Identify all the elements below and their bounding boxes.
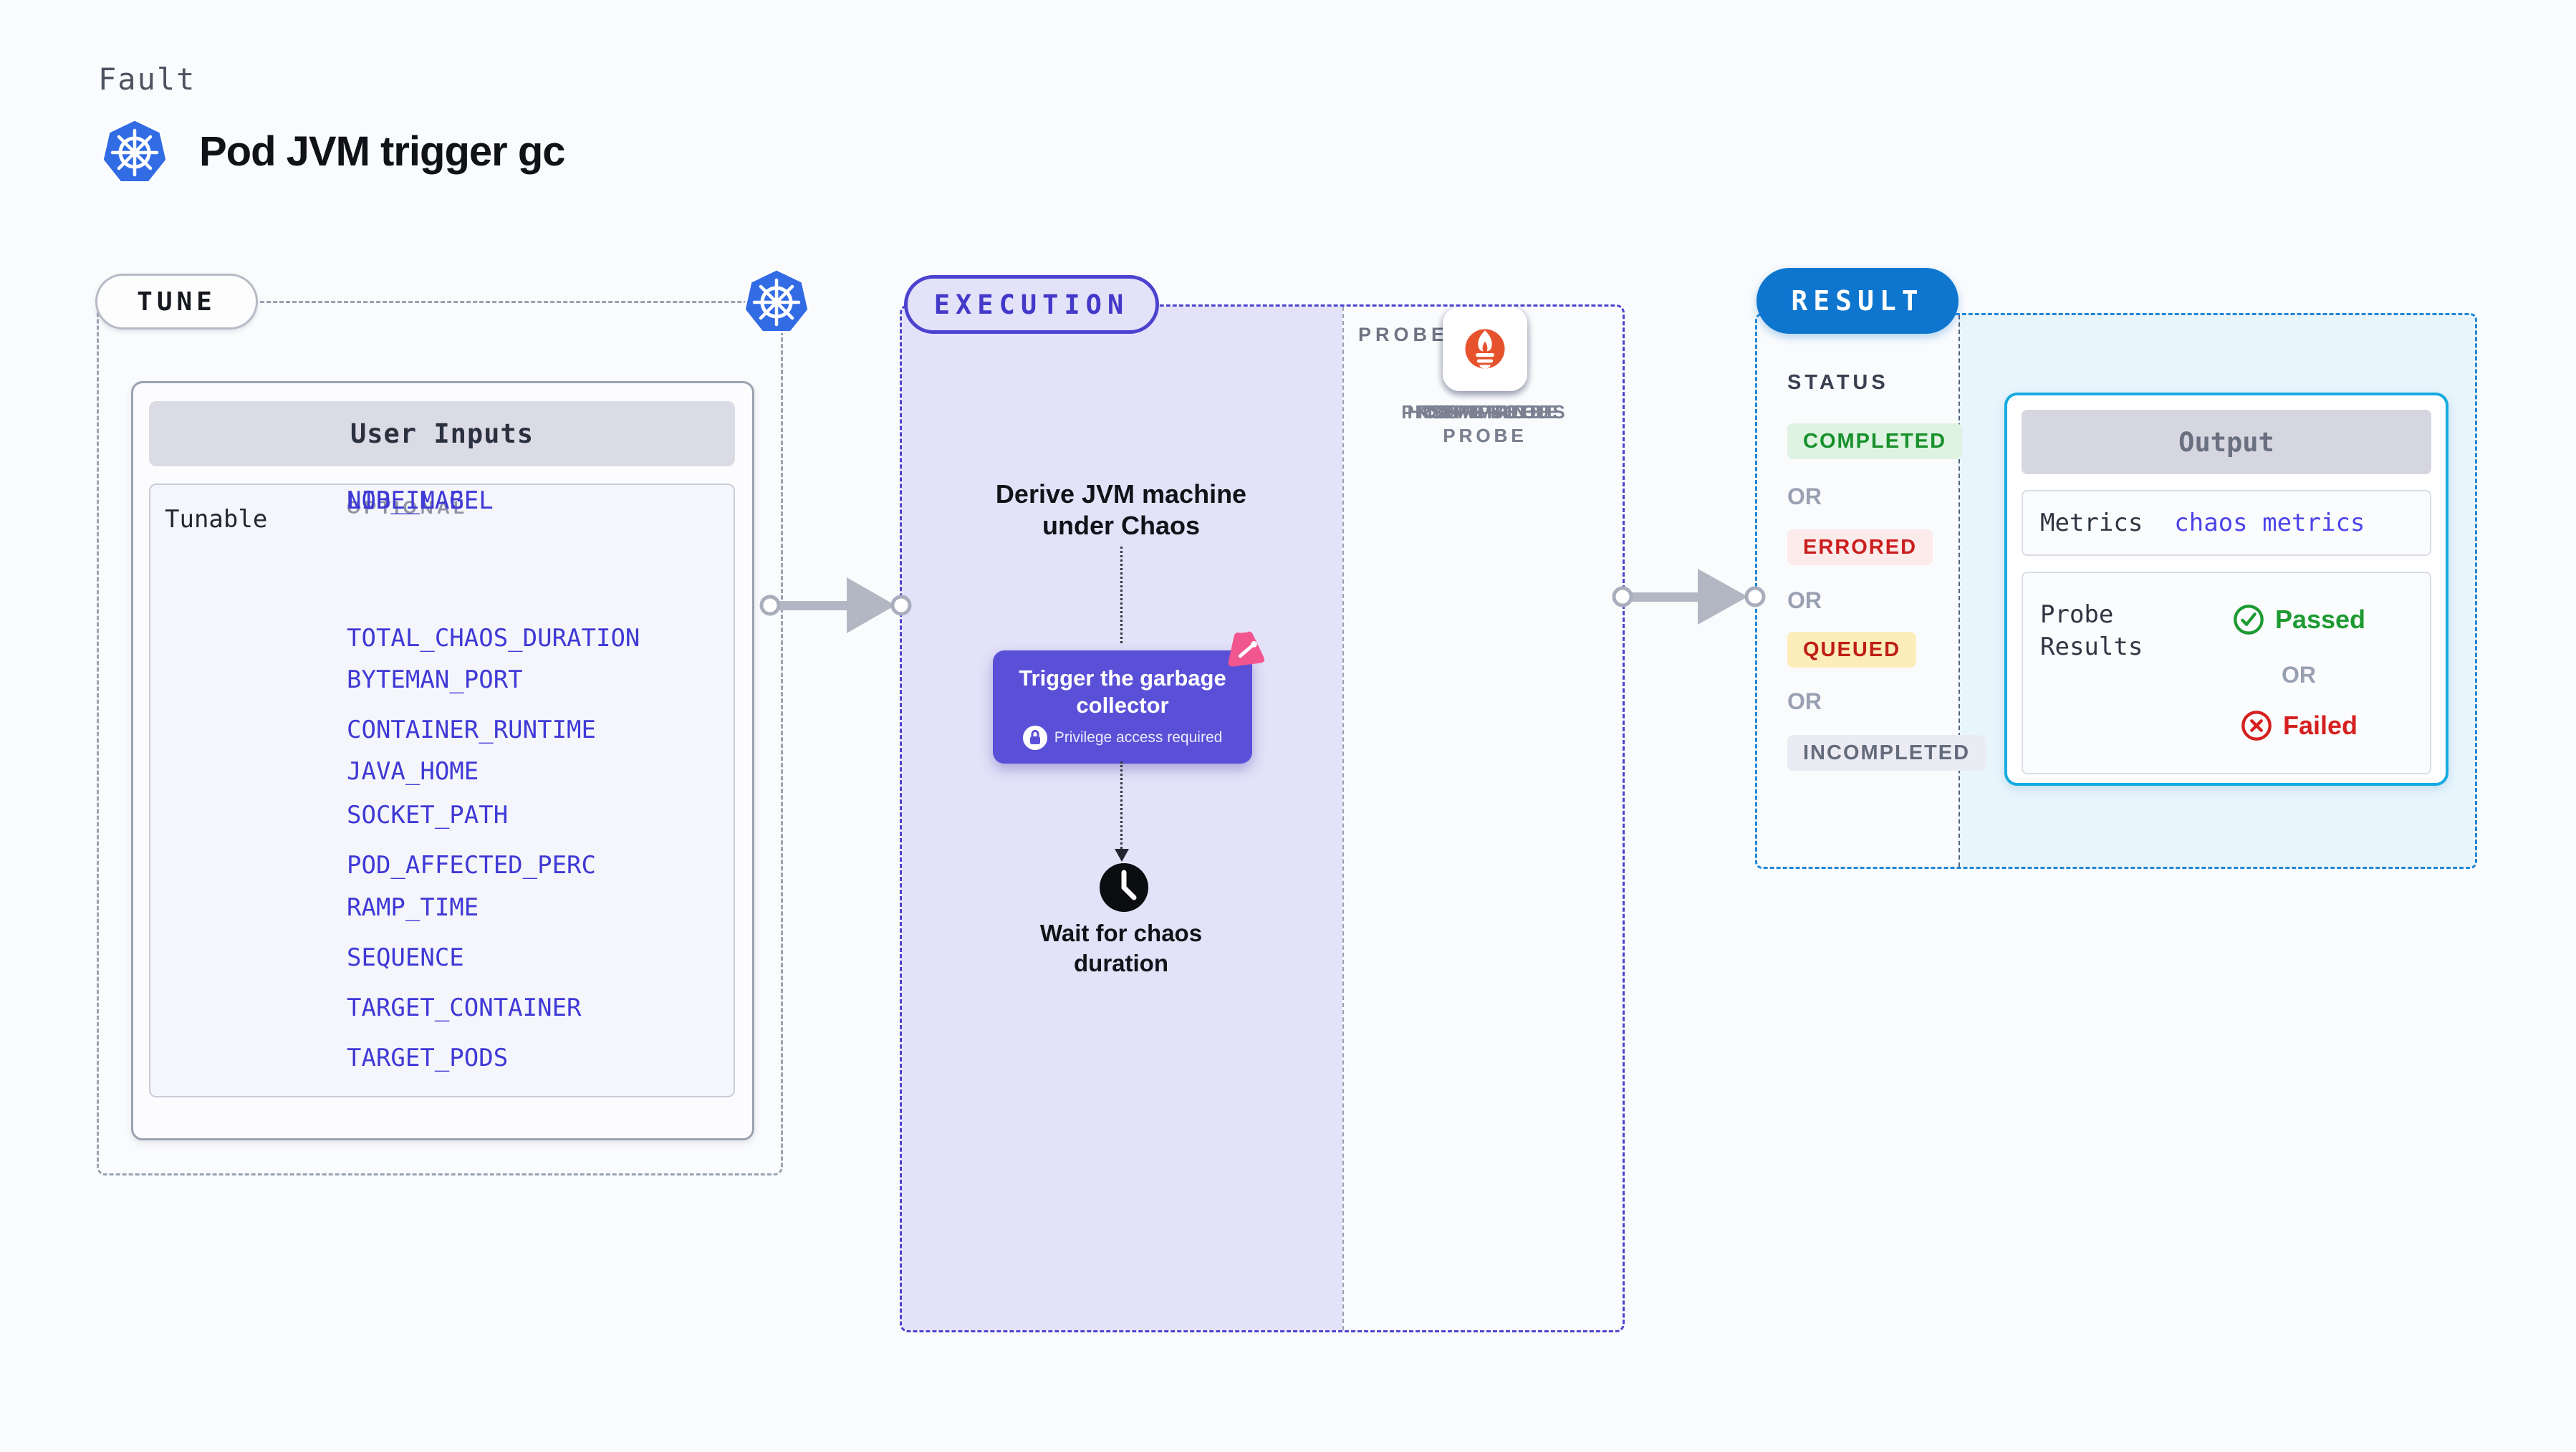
lock-icon bbox=[1023, 726, 1047, 750]
or-separator: OR bbox=[2282, 662, 2316, 688]
metrics-label: Metrics bbox=[2040, 509, 2143, 537]
user-inputs-card: User Inputs Tunable OPTIONAL TOTAL_CHAOS… bbox=[131, 381, 754, 1140]
trigger-gc-node: Trigger the garbage collector Privilege … bbox=[993, 650, 1252, 764]
probe-results-label: Probe Results bbox=[2040, 600, 2143, 661]
env-var-link[interactable]: JAVA_HOME bbox=[347, 757, 479, 786]
tunable-inputs-panel: Tunable OPTIONAL TOTAL_CHAOS_DURATION BY… bbox=[149, 484, 735, 1097]
output-card: Output Metrics chaos metrics Probe Resul… bbox=[2004, 393, 2448, 786]
check-circle-icon bbox=[2232, 603, 2265, 636]
env-var-link[interactable]: TARGET_PODS bbox=[347, 1044, 509, 1072]
privilege-note: Privilege access required bbox=[993, 726, 1252, 750]
chaos-badge-icon bbox=[1224, 627, 1269, 673]
passed-verdict: Passed bbox=[2170, 603, 2428, 636]
page-title: Pod JVM trigger gc bbox=[199, 128, 566, 175]
flow-connector bbox=[1120, 761, 1123, 849]
flow-arrow-tune-to-execution bbox=[759, 577, 912, 633]
x-circle-icon bbox=[2240, 709, 2273, 742]
env-var-link[interactable]: BYTEMAN_PORT bbox=[347, 665, 523, 694]
arrow-down-icon bbox=[1115, 849, 1129, 862]
or-separator: OR bbox=[1787, 587, 1822, 613]
env-var-link[interactable]: SOCKET_PATH bbox=[347, 801, 509, 830]
env-var-link[interactable]: RAMP_TIME bbox=[347, 893, 479, 922]
env-var-link[interactable]: SEQUENCE bbox=[347, 943, 464, 972]
kubernetes-icon bbox=[741, 266, 812, 338]
kubernetes-icon bbox=[99, 117, 170, 188]
env-var-link[interactable]: POD_AFFECTED_PERC bbox=[347, 851, 596, 880]
env-var-link[interactable]: NODE_LABEL bbox=[347, 486, 494, 515]
env-var-link[interactable]: TARGET_CONTAINER bbox=[347, 994, 582, 1022]
execution-section: Derive JVM machine under Chaos Trigger t… bbox=[900, 304, 1625, 1332]
wait-step-label: Wait for chaos duration bbox=[1039, 920, 1203, 976]
env-var-link[interactable]: CONTAINER_RUNTIME bbox=[347, 716, 596, 744]
status-badge-incompleted: INCOMPLETED bbox=[1787, 735, 1986, 771]
status-badge-queued: QUEUED bbox=[1787, 632, 1917, 668]
flow-connector bbox=[1120, 547, 1123, 643]
status-badge-errored: ERRORED bbox=[1787, 529, 1933, 565]
user-inputs-header: User Inputs bbox=[149, 401, 735, 466]
execution-pill: EXECUTION bbox=[904, 275, 1159, 334]
tune-section bbox=[97, 301, 783, 1175]
prometheus-probe-card bbox=[1443, 307, 1527, 391]
status-badge-completed: COMPLETED bbox=[1787, 423, 1963, 459]
status-heading: STATUS bbox=[1787, 371, 1889, 394]
result-pill: RESULT bbox=[1756, 268, 1959, 334]
derive-step-label: Derive JVM machine under Chaos bbox=[995, 479, 1247, 540]
tune-pill: TUNE bbox=[95, 274, 258, 330]
chaos-metrics-link[interactable]: chaos metrics bbox=[2174, 509, 2365, 537]
tunable-label: Tunable bbox=[165, 505, 268, 534]
clock-icon bbox=[1097, 861, 1150, 914]
failed-verdict: Failed bbox=[2170, 709, 2428, 742]
probe-verdicts: Passed OR Failed bbox=[2170, 573, 2428, 773]
flow-arrow-execution-to-result bbox=[1612, 569, 1766, 625]
env-var-link[interactable]: TOTAL_CHAOS_DURATION bbox=[347, 624, 640, 653]
metrics-row: Metrics chaos metrics bbox=[2022, 490, 2431, 556]
or-separator: OR bbox=[1787, 484, 1822, 509]
fault-eyebrow: Fault bbox=[98, 62, 196, 97]
probe-results-row: Probe Results Passed OR Failed bbox=[2022, 572, 2431, 774]
prometheus-icon bbox=[1454, 318, 1516, 380]
optional-column-label: OPTIONAL bbox=[347, 498, 468, 518]
env-var-link[interactable]: LIB_IMAGE bbox=[347, 486, 479, 515]
trigger-gc-title: Trigger the garbage collector bbox=[1019, 665, 1226, 718]
probes-divider bbox=[1342, 307, 1344, 1330]
output-header: Output bbox=[2022, 410, 2431, 474]
or-separator: OR bbox=[1787, 688, 1822, 714]
